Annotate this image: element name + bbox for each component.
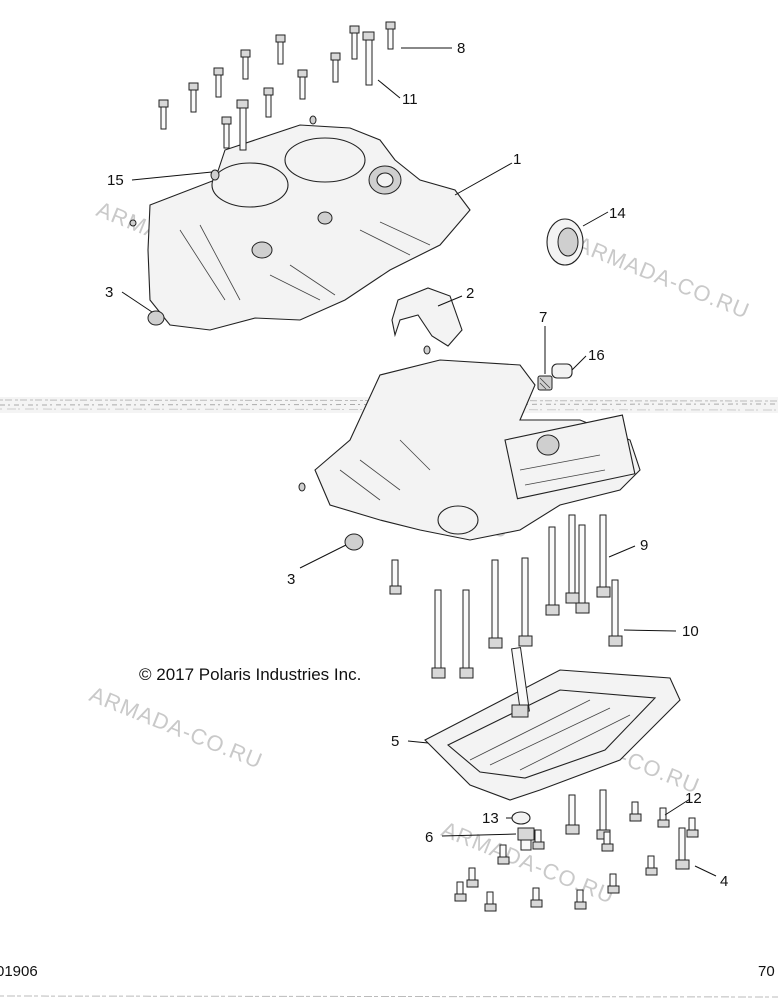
seal-bracket <box>391 287 463 347</box>
oil-pan <box>424 647 681 801</box>
lower-crankcase <box>314 359 641 541</box>
callout-12: 12 <box>685 790 702 807</box>
bushing <box>551 363 573 379</box>
oil-pan-bolts <box>454 789 699 912</box>
callout-3-lower: 3 <box>287 571 295 588</box>
callout-15: 15 <box>107 172 124 189</box>
callout-14: 14 <box>609 205 626 222</box>
watermark-4: ARMADA-CO.RU <box>86 681 266 773</box>
callout-11: 11 <box>402 91 418 108</box>
sealing-washer <box>511 811 531 825</box>
footer-right-code: 70 <box>758 963 775 980</box>
scan-edge <box>0 995 778 998</box>
dowel-bushing-upper <box>147 310 165 326</box>
dowel-bushing-lower <box>344 533 364 551</box>
callout-7: 7 <box>539 309 547 326</box>
callout-5: 5 <box>391 733 399 750</box>
footer-left-code: 01906 <box>0 963 38 980</box>
callout-9: 9 <box>640 537 648 554</box>
oil-seal-ring <box>546 218 584 266</box>
callout-labels: 8 11 15 1 3 14 2 7 16 3 9 10 5 12 13 6 4 <box>105 40 728 890</box>
callout-16: 16 <box>588 347 605 364</box>
callout-10: 10 <box>682 623 699 640</box>
callout-1: 1 <box>513 151 521 168</box>
upper-crankcase <box>147 124 471 331</box>
upper-case-bolts <box>158 21 396 151</box>
callout-13: 13 <box>482 810 499 827</box>
drain-plug <box>517 827 535 851</box>
threaded-plug <box>537 375 553 391</box>
callout-3-upper: 3 <box>105 284 113 301</box>
watermark-2: ARMADA-CO.RU <box>573 231 753 323</box>
callout-6: 6 <box>425 829 433 846</box>
dowel-pins <box>129 115 431 492</box>
leader-lines <box>121 47 717 877</box>
callout-8: 8 <box>457 40 465 57</box>
copyright-notice: © 2017 Polaris Industries Inc. <box>139 665 361 684</box>
lower-case-bolts <box>389 514 623 679</box>
callout-4: 4 <box>720 873 728 890</box>
callout-2: 2 <box>466 285 474 302</box>
